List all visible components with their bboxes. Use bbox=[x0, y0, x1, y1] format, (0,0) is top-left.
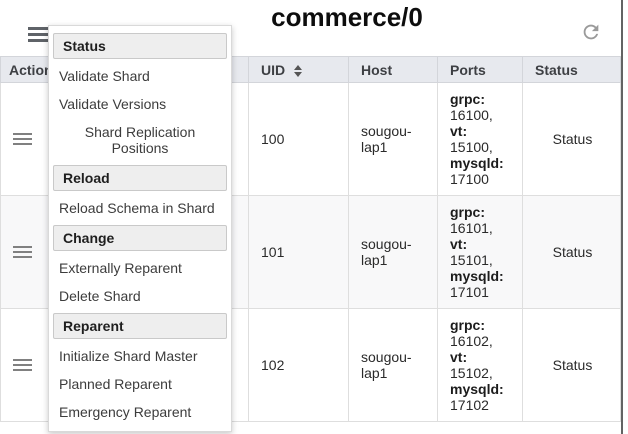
uid-cell: 100 bbox=[248, 82, 349, 196]
tablet-menu-icon[interactable] bbox=[13, 132, 32, 146]
column-header-uid[interactable]: UID bbox=[248, 56, 349, 83]
host-cell: sougou-lap1 bbox=[348, 82, 438, 196]
uid-cell: 102 bbox=[248, 308, 349, 422]
column-header-status: Status bbox=[522, 56, 621, 83]
column-header-host: Host bbox=[348, 56, 438, 83]
menu-section-status: Status bbox=[53, 33, 227, 59]
status-link[interactable]: Status bbox=[552, 357, 593, 373]
status-cell: Status bbox=[522, 195, 621, 309]
menu-item-shard-replication-positions[interactable]: Shard Replication Positions bbox=[84, 124, 196, 156]
menu-item-initialize-shard-master[interactable]: Initialize Shard Master bbox=[59, 348, 198, 364]
menu-item-emergency-reparent[interactable]: Emergency Reparent bbox=[59, 404, 192, 420]
status-cell: Status bbox=[522, 308, 621, 422]
status-link[interactable]: Status bbox=[552, 131, 593, 147]
menu-section-reparent: Reparent bbox=[53, 313, 227, 339]
scrollbar[interactable] bbox=[621, 0, 623, 434]
host-cell: sougou-lap1 bbox=[348, 195, 438, 309]
menu-section-reload: Reload bbox=[53, 165, 227, 191]
menu-item-planned-reparent[interactable]: Planned Reparent bbox=[59, 376, 172, 392]
ports-cell: grpc: 16102, vt: 15102, mysqld: 17102 bbox=[437, 308, 523, 422]
refresh-icon bbox=[583, 24, 599, 40]
hamburger-icon[interactable] bbox=[28, 27, 48, 43]
menu-item-validate-versions[interactable]: Validate Versions bbox=[59, 96, 167, 112]
status-link[interactable]: Status bbox=[552, 244, 593, 260]
ports-cell: grpc: 16101, vt: 15101, mysqld: 17101 bbox=[437, 195, 523, 309]
menu-section-change: Change bbox=[53, 225, 227, 251]
column-header-ports: Ports bbox=[437, 56, 523, 83]
sort-icon[interactable] bbox=[294, 64, 303, 77]
menu-item-validate-shard[interactable]: Validate Shard bbox=[59, 68, 150, 84]
tablet-menu-icon[interactable] bbox=[13, 358, 32, 372]
page-title: commerce/0 bbox=[271, 2, 423, 32]
menu-item-externally-reparent[interactable]: Externally Reparent bbox=[59, 260, 182, 276]
tablet-menu-icon[interactable] bbox=[13, 245, 32, 259]
menu-item-delete-shard[interactable]: Delete Shard bbox=[59, 288, 141, 304]
uid-cell: 101 bbox=[248, 195, 349, 309]
status-cell: Status bbox=[522, 82, 621, 196]
refresh-button[interactable] bbox=[580, 21, 602, 43]
menu-item-reload-schema-in-shard[interactable]: Reload Schema in Shard bbox=[59, 200, 215, 216]
ports-cell: grpc: 16100, vt: 15100, mysqld: 17100 bbox=[437, 82, 523, 196]
host-cell: sougou-lap1 bbox=[348, 308, 438, 422]
